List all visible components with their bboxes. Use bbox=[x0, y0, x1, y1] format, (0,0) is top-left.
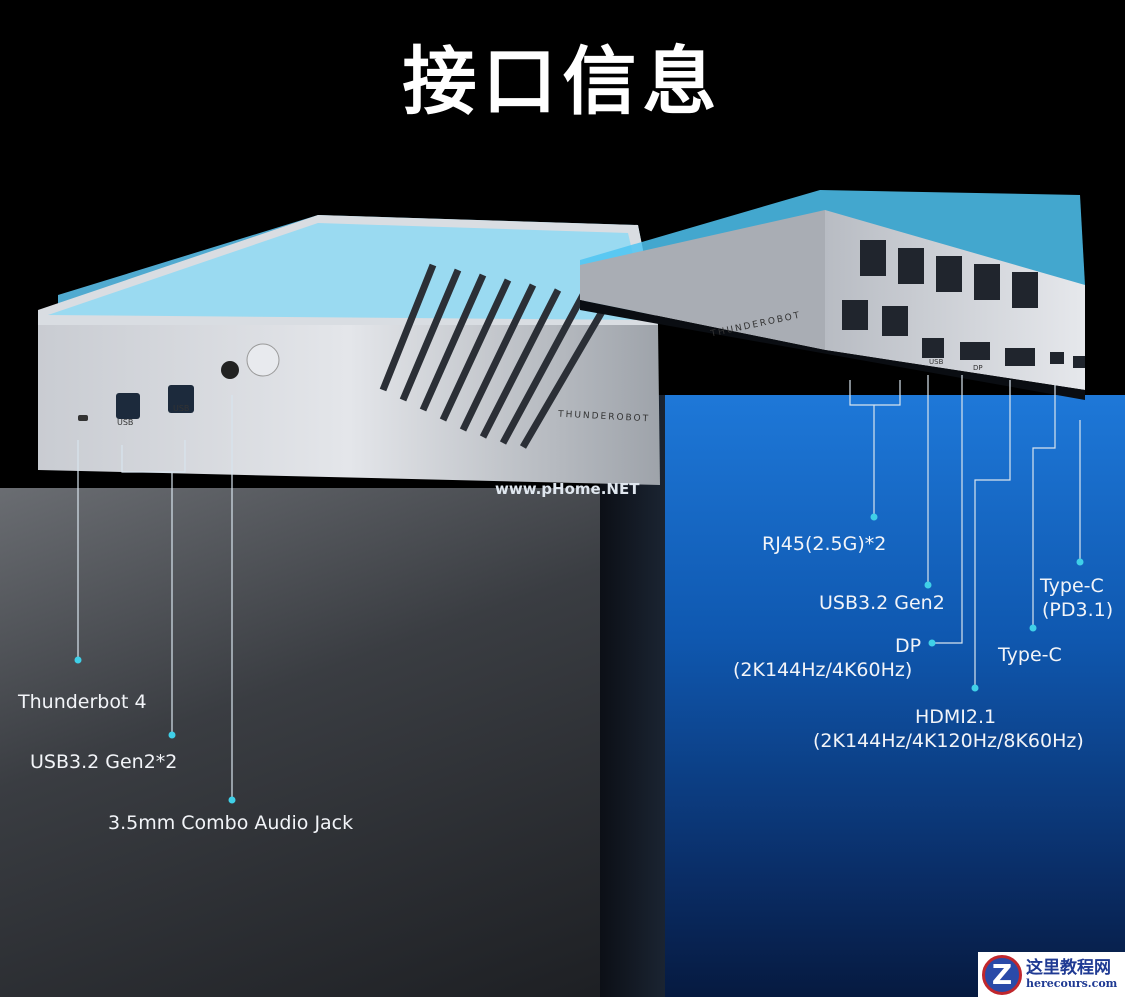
label-dp-spec: (2K144Hz/4K60Hz) bbox=[733, 659, 913, 681]
label-audio-jack: 3.5mm Combo Audio Jack bbox=[108, 812, 354, 834]
watermark: www.pHome.NET bbox=[495, 480, 640, 498]
usb-port-mark: USB bbox=[173, 404, 190, 413]
mini-pc-front bbox=[38, 215, 660, 485]
label-type-c-pd-spec: (PD3.1) bbox=[1042, 599, 1114, 621]
label-usb-gen2: USB3.2 Gen2 bbox=[819, 592, 945, 614]
label-rj45: RJ45(2.5G)*2 bbox=[762, 533, 887, 555]
label-usb-gen2x2: USB3.2 Gen2*2 bbox=[30, 751, 178, 773]
label-type-c-pd: Type-C bbox=[1040, 575, 1104, 597]
label-thunderbolt-4: Thunderbot 4 bbox=[18, 691, 147, 713]
label-hdmi-spec: (2K144Hz/4K120Hz/8K60Hz) bbox=[813, 730, 1084, 752]
left-pedestal bbox=[0, 488, 668, 997]
logo-text-cn: 这里教程网 bbox=[1026, 958, 1111, 979]
right-pedestal bbox=[665, 395, 1125, 997]
right-pedestal-side bbox=[600, 395, 668, 997]
usb-port-mark: USB bbox=[929, 358, 944, 366]
mini-pc-rear bbox=[580, 190, 1085, 400]
logo-mark-icon: Z bbox=[982, 954, 1022, 995]
usb-port-mark: USB bbox=[117, 418, 134, 427]
label-type-c: Type-C bbox=[998, 644, 1062, 666]
dp-port-mark: DP bbox=[973, 364, 983, 372]
page-title: 接口信息 bbox=[402, 39, 723, 125]
label-hdmi: HDMI2.1 bbox=[915, 706, 997, 728]
logo-text-en: herecours.com bbox=[1026, 976, 1118, 990]
site-logo: Z 这里教程网 herecours.com bbox=[978, 952, 1125, 997]
label-dp: DP bbox=[895, 635, 922, 657]
